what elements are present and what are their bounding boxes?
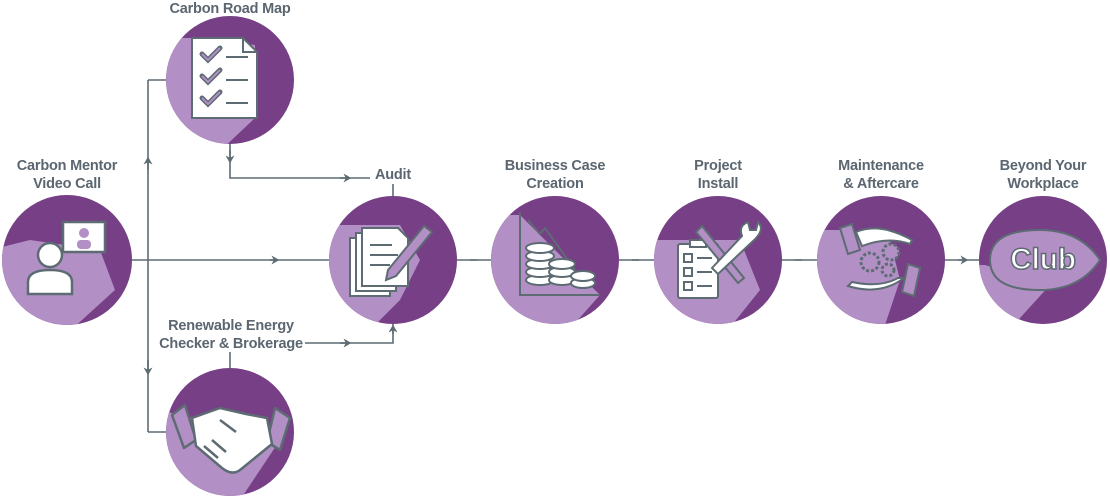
label-roadmap-line1: Carbon Road Map (169, 1, 291, 17)
label-beyond-line2: Workplace (1007, 176, 1079, 192)
step-circle-audit (329, 196, 457, 324)
hands-gears-icon (838, 222, 922, 298)
connectors (132, 79, 979, 433)
video-call-icon (26, 220, 107, 296)
tools-clipboard-icon (677, 220, 762, 299)
label-mentor-line2: Video Call (33, 176, 101, 192)
coins-chart-icon (519, 212, 600, 296)
label-audit: Audit (375, 166, 411, 184)
label-audit-line1: Audit (374, 167, 412, 183)
label-business-line2: Creation (526, 176, 584, 192)
step-circle-maintenance (817, 196, 945, 324)
label-maintenance-line1: Maintenance (838, 158, 924, 174)
handshake-icon (170, 403, 292, 474)
label-install-line1: Project (694, 158, 742, 174)
club-badge-text: Club (1009, 242, 1077, 277)
label-renewable-line2: Checker & Brokerage (159, 336, 303, 352)
roadmap-to-audit-line (229, 144, 370, 179)
step-circle-roadmap (166, 16, 294, 144)
club-icon (988, 228, 1102, 292)
label-install-line2: Install (697, 176, 739, 192)
label-maintenance: Maintenance & Aftercare (838, 157, 924, 193)
label-mentor-line1: Carbon Mentor (16, 158, 118, 174)
label-maintenance-line2: & Aftercare (843, 176, 919, 192)
label-business-line1: Business Case (504, 158, 606, 174)
document-pen-icon (349, 224, 434, 297)
label-beyond-line1: Beyond Your (999, 158, 1087, 174)
label-renewable-line1: Renewable Energy (168, 318, 294, 334)
step-circle-install (654, 196, 782, 324)
renewable-to-audit-line (305, 324, 394, 344)
step-circle-mentor (2, 195, 132, 325)
step-circle-renewable (166, 368, 294, 496)
checklist-icon (191, 37, 258, 119)
label-roadmap: Carbon Road Map (169, 0, 290, 18)
step-circle-business (491, 196, 619, 324)
